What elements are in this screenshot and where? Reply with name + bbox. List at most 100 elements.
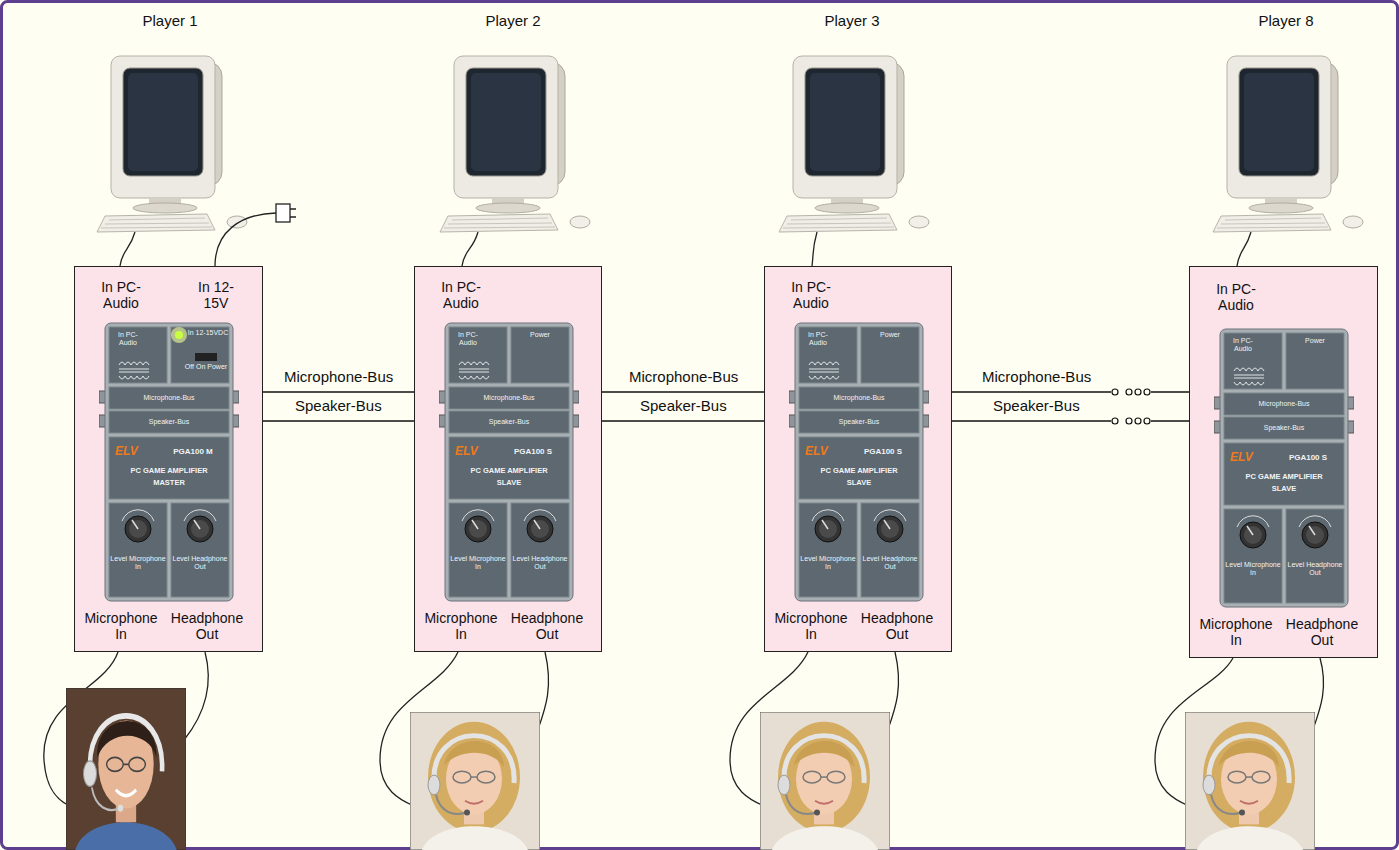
device-face <box>1214 329 1354 607</box>
panel-label: ELV <box>1230 451 1262 465</box>
port-label: Microphone In <box>79 610 163 642</box>
bus-wire <box>1151 420 1189 421</box>
panel-label: PC GAME AMPLIFIER <box>109 467 229 476</box>
port-label: Headphone Out <box>507 610 587 642</box>
player-label: Player 8 <box>1226 12 1346 29</box>
bus-wire <box>602 391 764 392</box>
port-label: In PC-Audio <box>775 279 847 311</box>
panel-label: Speaker-Bus <box>449 418 569 426</box>
panel-label: Power <box>511 331 569 339</box>
bus-wire <box>602 420 764 421</box>
bus-connector <box>602 421 764 422</box>
continuation-dot <box>1112 389 1118 395</box>
continuation-dot <box>1144 418 1150 424</box>
port-label: In 12-15V <box>188 279 244 311</box>
bus-label: Speaker-Bus <box>993 397 1080 414</box>
panel-label: ELV <box>115 445 147 459</box>
bus-connector <box>952 389 1189 395</box>
panel-label: PGA100 M <box>159 447 227 456</box>
amplifier-device: In PC-AudioIn 12-15VDCOff On PowerMicrop… <box>99 321 239 603</box>
panel-label: SLAVE <box>1224 485 1344 494</box>
panel-label: PGA100 S <box>499 447 567 456</box>
continuation-dot <box>1126 418 1132 424</box>
bus-label: Microphone-Bus <box>982 368 1091 385</box>
port-label: Microphone In <box>419 610 503 642</box>
panel-label: In PC-Audio <box>451 331 485 348</box>
headset-cables <box>44 652 1324 806</box>
player-photo <box>66 688 186 850</box>
panel-label: Level Microphone In <box>1224 561 1282 578</box>
port-label: In PC-Audio <box>1200 281 1272 313</box>
bus-connector <box>263 421 414 422</box>
panel-label: Power <box>1286 337 1344 345</box>
panel-label: PGA100 S <box>1274 453 1342 462</box>
panel-label: Microphone-Bus <box>799 394 919 402</box>
panel-label: PGA100 S <box>849 447 917 456</box>
amplifier-box: In PC-AudioMicrophone InHeadphone OutIn … <box>1189 266 1378 658</box>
panel-label: Speaker-Bus <box>1224 424 1344 432</box>
amplifier-box: In PC-AudioMicrophone InHeadphone Out In … <box>414 266 602 652</box>
panel-label: Speaker-Bus <box>109 418 229 426</box>
bus-wire <box>952 391 1111 392</box>
port-label: Microphone In <box>1194 616 1278 648</box>
bus-connector <box>952 418 1189 424</box>
panel-label: Level Headphone Out <box>171 555 229 572</box>
amplifier-box: In PC-Audio In 12-15V Microphone InHeadpho… <box>74 266 263 652</box>
amplifier-device: In PC-AudioPowerMicrophone-BusSpeaker-Bu… <box>439 321 579 603</box>
device-face <box>99 323 239 601</box>
computer <box>779 56 929 232</box>
continuation-dot <box>1135 418 1141 424</box>
player-photo <box>410 712 540 850</box>
panel-label: Power <box>861 331 919 339</box>
port-label: Headphone Out <box>857 610 937 642</box>
panel-label: Level Microphone In <box>109 555 167 572</box>
panel-label: In PC-Audio <box>801 331 835 348</box>
panel-label: ELV <box>455 445 487 459</box>
bus-wire <box>263 420 414 421</box>
device-face <box>789 323 929 601</box>
panel-label: Off On Power <box>183 363 229 371</box>
continuation-dot <box>1112 418 1118 424</box>
panel-label: Microphone-Bus <box>1224 400 1344 408</box>
panel-label: Speaker-Bus <box>799 418 919 426</box>
panel-label: SLAVE <box>799 479 919 488</box>
port-label: In PC-Audio <box>85 279 157 311</box>
panel-label: SLAVE <box>449 479 569 488</box>
player-photo <box>1185 712 1315 850</box>
continuation-dot <box>1144 389 1150 395</box>
panel-label: MASTER <box>109 479 229 488</box>
computer <box>1213 56 1363 232</box>
bus-label: Microphone-Bus <box>284 368 393 385</box>
bus-wire <box>1151 391 1189 392</box>
panel-label: Level Headphone Out <box>861 555 919 572</box>
computer <box>97 56 247 232</box>
player-label: Player 1 <box>110 12 230 29</box>
panel-label: Microphone-Bus <box>109 394 229 402</box>
port-label: In PC-Audio <box>425 279 497 311</box>
bus-label: Speaker-Bus <box>640 397 727 414</box>
bus-label: Microphone-Bus <box>629 368 738 385</box>
port-label: Microphone In <box>769 610 853 642</box>
amplifier-box: In PC-AudioMicrophone InHeadphone Out In … <box>764 266 952 652</box>
bus-connector <box>263 392 414 393</box>
amplifier-device: In PC-Audio PowerMicrophone-BusSpeaker-Bu… <box>789 321 929 603</box>
panel-label: Level Microphone In <box>799 555 857 572</box>
port-label: Headphone Out <box>1282 616 1362 648</box>
port-label: Headphone Out <box>167 610 247 642</box>
panel-label: Level Headphone Out <box>1286 561 1344 578</box>
panel-label: Level Headphone Out <box>511 555 569 572</box>
panel-label: In PC-Audio <box>111 331 145 348</box>
power-plug <box>276 204 296 222</box>
bus-wire <box>263 391 414 392</box>
panel-label: ELV <box>805 445 837 459</box>
device-face <box>439 323 579 601</box>
panel-label: PC GAME AMPLIFIER <box>449 467 569 476</box>
player-label: Player 3 <box>792 12 912 29</box>
panel-label: Level Microphone In <box>449 555 507 572</box>
panel-label: PC GAME AMPLIFIER <box>799 467 919 476</box>
amplifier-device: In PC-AudioPowerMicrophone-BusSpeaker-Bu… <box>1214 327 1354 609</box>
panel-label: PC GAME AMPLIFIER <box>1224 473 1344 482</box>
bus-wire <box>952 420 1111 421</box>
continuation-dot <box>1126 389 1132 395</box>
